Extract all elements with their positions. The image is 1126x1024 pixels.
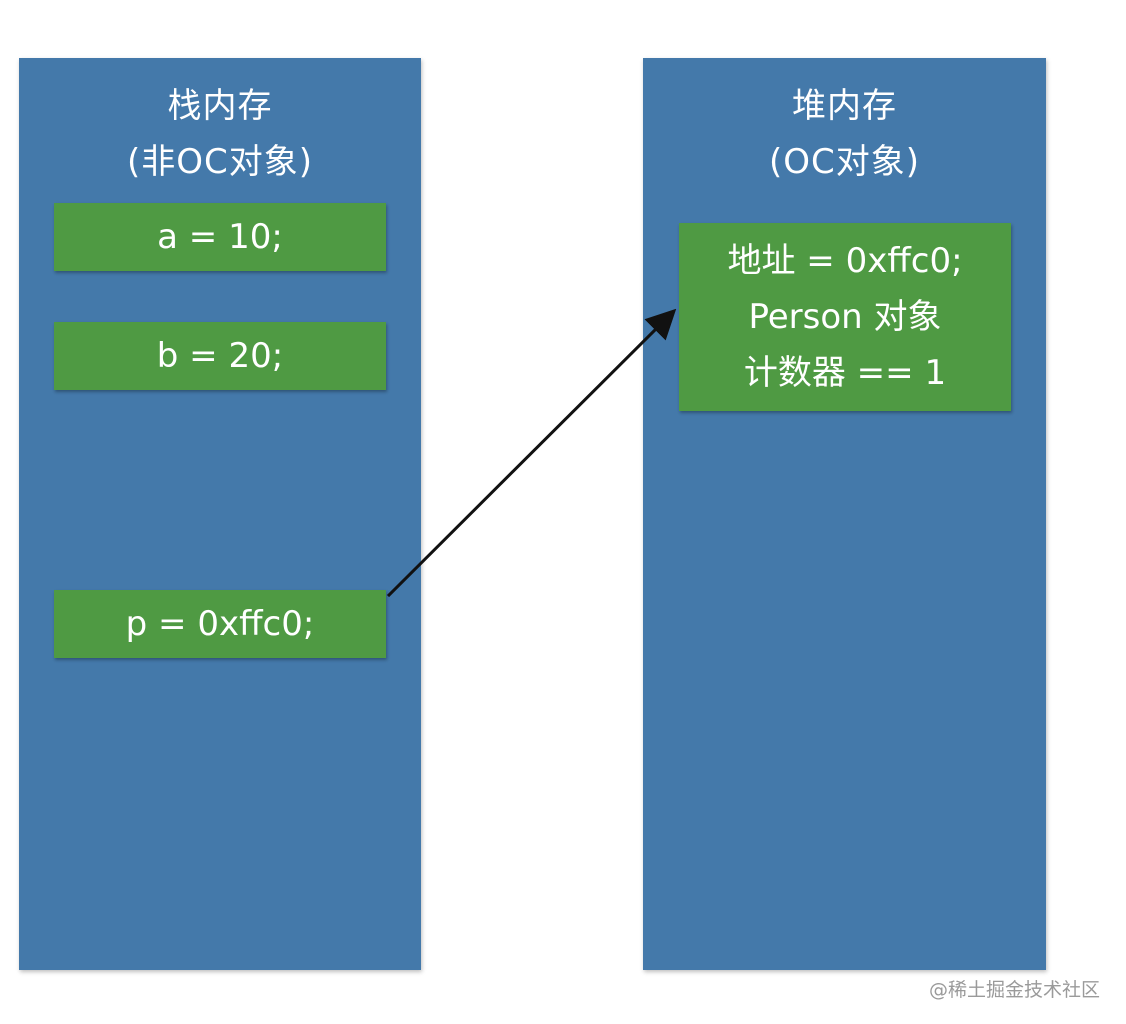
stack-variable-a: a = 10;	[54, 203, 386, 271]
heap-memory-panel: 堆内存 (OC对象)	[643, 58, 1046, 970]
stack-pointer-p-text: p = 0xffc0;	[125, 604, 315, 644]
heap-person-object: 地址 = 0xffc0; Person 对象 计数器 == 1	[679, 223, 1011, 411]
heap-object-address: 地址 = 0xffc0;	[727, 241, 963, 281]
stack-panel-subtitle: (非OC对象)	[126, 142, 314, 182]
heap-panel-title: 堆内存	[792, 86, 897, 126]
stack-panel-title: 栈内存	[167, 86, 273, 126]
pointer-arrow-line	[386, 308, 677, 598]
stack-variable-b-text: b = 20;	[156, 336, 284, 376]
stack-variable-b: b = 20;	[54, 322, 386, 390]
heap-object-refcount: 计数器 == 1	[743, 353, 947, 393]
stack-variable-a-text: a = 10;	[157, 217, 283, 257]
stack-pointer-p: p = 0xffc0;	[54, 590, 386, 658]
heap-panel-subtitle: (OC对象)	[768, 142, 921, 182]
watermark-text: @稀土掘金技术社区	[928, 979, 1100, 1001]
stack-memory-panel: 栈内存 (非OC对象)	[19, 58, 421, 970]
heap-object-type: Person 对象	[748, 297, 942, 337]
